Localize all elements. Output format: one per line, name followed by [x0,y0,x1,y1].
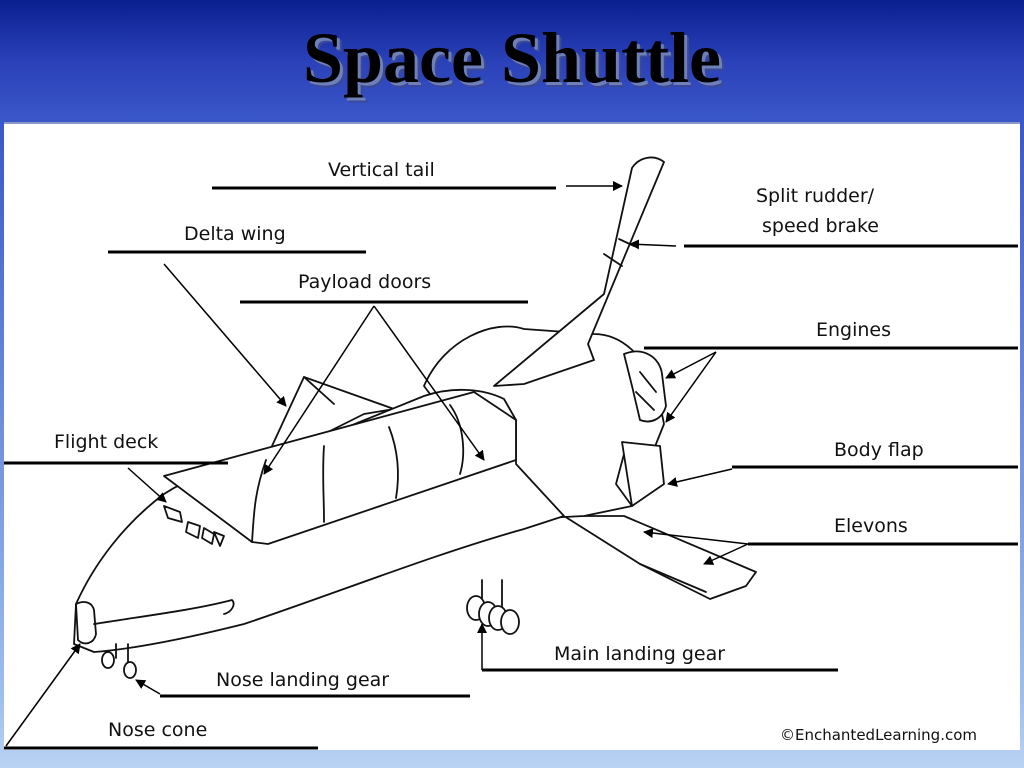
pointer-flight-deck [127,467,167,503]
cockpit-window-2 [185,521,201,539]
pointer-split-rudder [629,239,677,250]
pointer-engines-2 [665,351,717,423]
shuttle-illustration [73,156,757,679]
cockpit-window-4 [213,531,225,547]
label-split-rudder-line2: speed brake [762,215,879,237]
label-flight-deck: Flight deck [54,431,158,453]
pointer-elevons-1 [643,528,749,545]
pointer-payload-doors-1 [263,305,375,475]
pointer-nose-cone [5,643,81,747]
label-elevons: Elevons [834,515,908,537]
nose-cap-shape [75,601,97,645]
main-gear-shape [466,579,520,635]
label-vertical-tail: Vertical tail [328,159,435,181]
label-payload-doors: Payload doors [298,271,431,293]
body-flap-shape [621,441,665,507]
vertical-tail-shape [493,156,665,387]
pointer-engines-1 [665,351,717,379]
diagram-panel: Vertical tail Delta wing Payload doors S… [4,122,1020,750]
label-nose-cone: Nose cone [108,719,207,741]
cockpit-window-3 [201,527,215,545]
credit-text: ©EnchantedLearning.com [780,726,977,744]
pointer-elevons-2 [703,543,749,565]
label-nose-landing-gear: Nose landing gear [216,669,389,691]
right-wing-shape [563,515,757,600]
label-main-landing-gear: Main landing gear [554,643,725,665]
label-body-flap: Body flap [834,439,924,461]
pointer-body-flap [667,468,733,487]
label-engines: Engines [816,319,891,341]
engine-nozzles-shape [623,350,667,423]
cockpit-window-1 [163,505,183,523]
label-split-rudder-line1: Split rudder/ [756,185,875,207]
pointer-payload-doors-2 [373,305,485,461]
label-delta-wing: Delta wing [184,223,286,245]
pointer-delta-wing [163,263,287,407]
pointer-nose-landing-gear [135,679,161,695]
nose-gear-shape [101,643,137,679]
page-title: Space Shuttle [302,18,722,98]
shuttle-diagram: Vertical tail Delta wing Payload doors S… [4,156,1018,750]
